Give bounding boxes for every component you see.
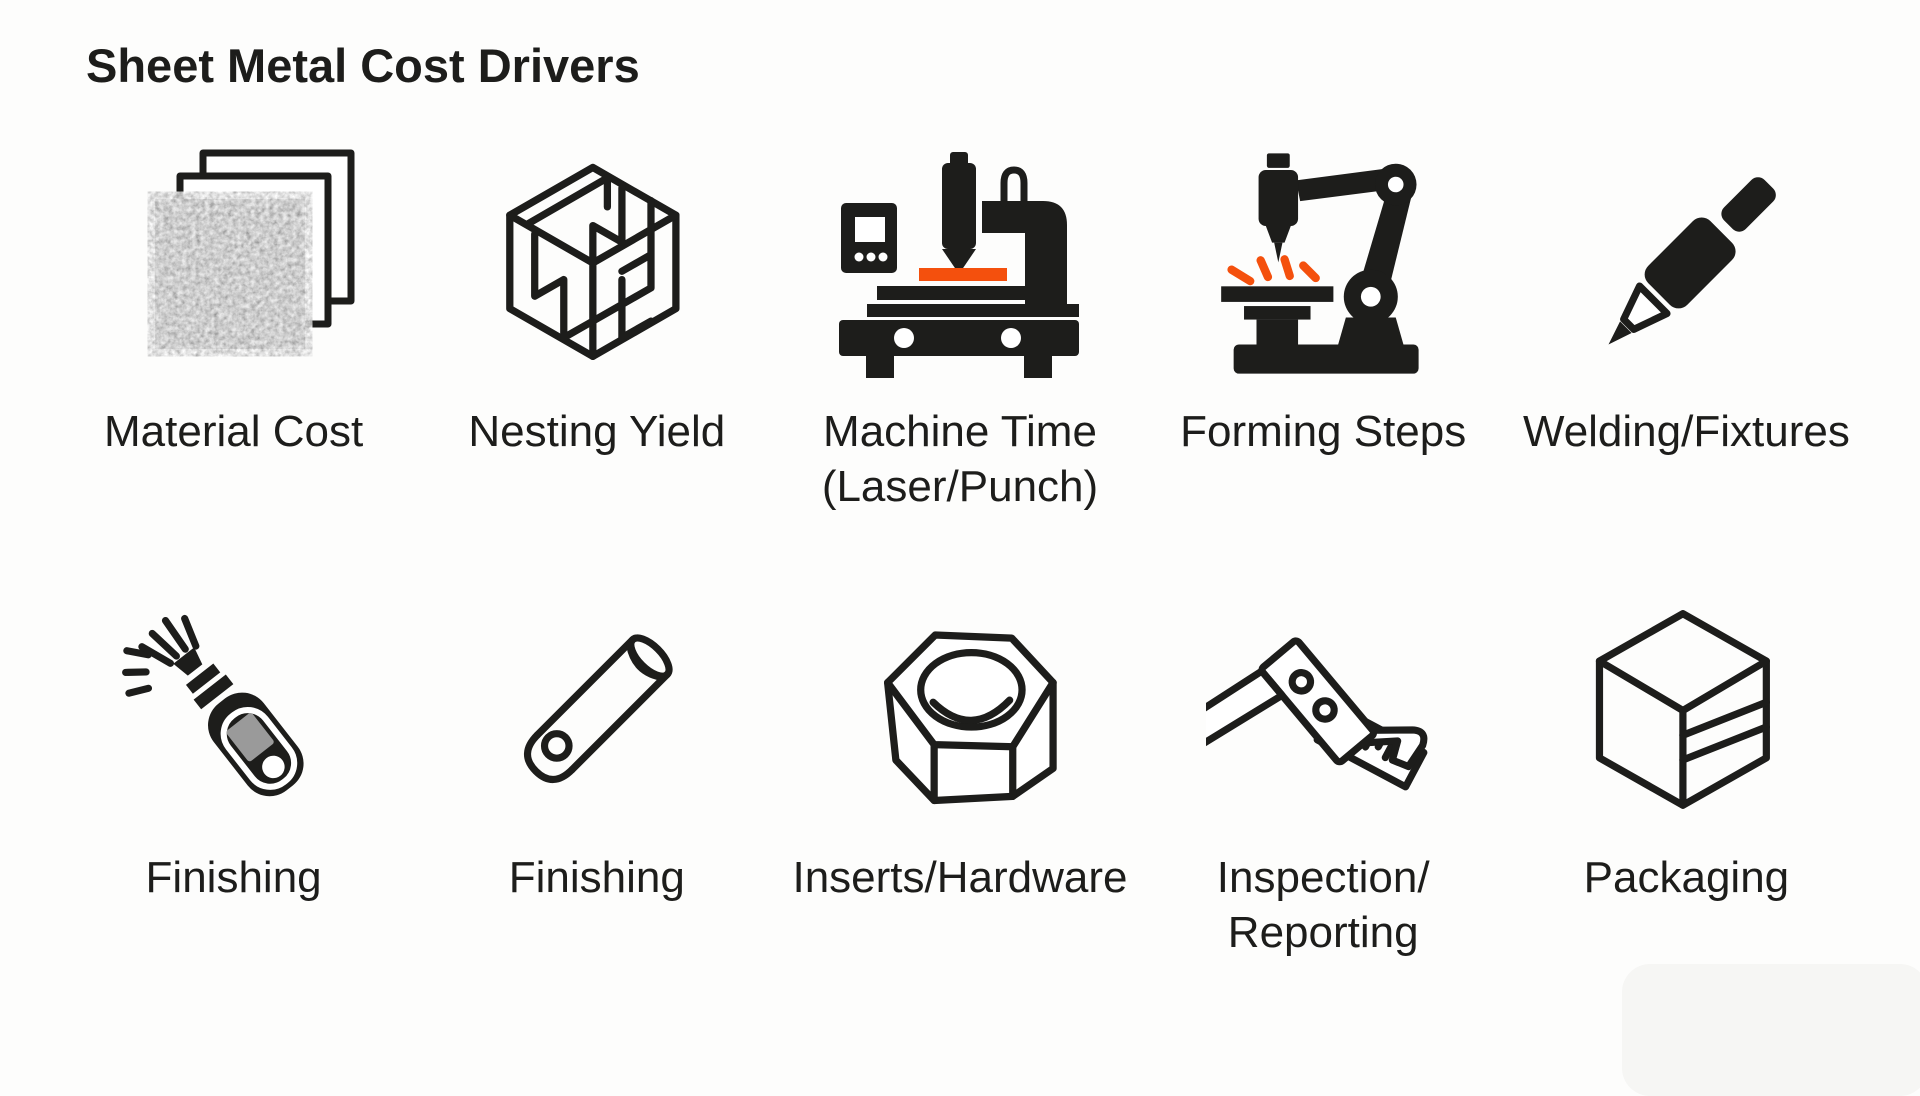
cost-driver-label: Inserts/Hardware: [792, 853, 1128, 902]
cost-driver-label: Finishing: [508, 853, 685, 902]
laser-cutting-machine-icon: [838, 151, 1079, 378]
cost-driver-inserts-hardware: Inserts/Hardware: [778, 584, 1141, 960]
cost-driver-material-cost: Material Cost: [52, 138, 415, 514]
cost-driver-forming-steps: Forming Steps: [1142, 138, 1505, 514]
cost-driver-label: Machine Time (Laser/Punch): [821, 407, 1099, 511]
cost-driver-machine-time: Machine Time (Laser/Punch): [778, 138, 1141, 514]
metal-tube-icon: [524, 634, 673, 784]
cost-driver-label: Inspection/ Reporting: [1216, 853, 1430, 957]
cost-driver-label: Forming Steps: [1180, 407, 1467, 456]
cost-driver-finishing-tube: Finishing: [415, 584, 778, 960]
stacked-metal-sheets-icon: [154, 149, 355, 349]
cost-driver-welding-fixtures: Welding/Fixtures: [1505, 138, 1868, 514]
cost-driver-label: Nesting Yield: [468, 407, 726, 456]
cost-drivers-grid: Material Cost Nesting Yield: [52, 138, 1868, 960]
cost-driver-finishing-tool: Finishing: [52, 584, 415, 960]
robotic-press-arm-icon: [1221, 152, 1419, 374]
watermark-panel: [1622, 964, 1920, 1096]
hex-nut-icon: [883, 631, 1057, 805]
cost-driver-label: Finishing: [145, 853, 322, 902]
cost-driver-label: Packaging: [1583, 853, 1790, 902]
cost-driver-packaging: Packaging: [1505, 584, 1868, 960]
deburring-tool-icon: [122, 614, 304, 797]
cost-driver-nesting-yield: Nesting Yield: [415, 138, 778, 514]
welding-torch-icon: [1608, 177, 1776, 345]
caliper-icon: [1205, 637, 1428, 791]
nested-parts-cube-icon: [505, 163, 680, 361]
packaging-box-icon: [1596, 609, 1771, 809]
page-title: Sheet Metal Cost Drivers: [86, 39, 640, 92]
cost-driver-label: Welding/Fixtures: [1522, 407, 1850, 456]
cost-driver-label: Material Cost: [104, 407, 364, 456]
cost-driver-inspection-reporting: Inspection/ Reporting: [1142, 584, 1505, 960]
